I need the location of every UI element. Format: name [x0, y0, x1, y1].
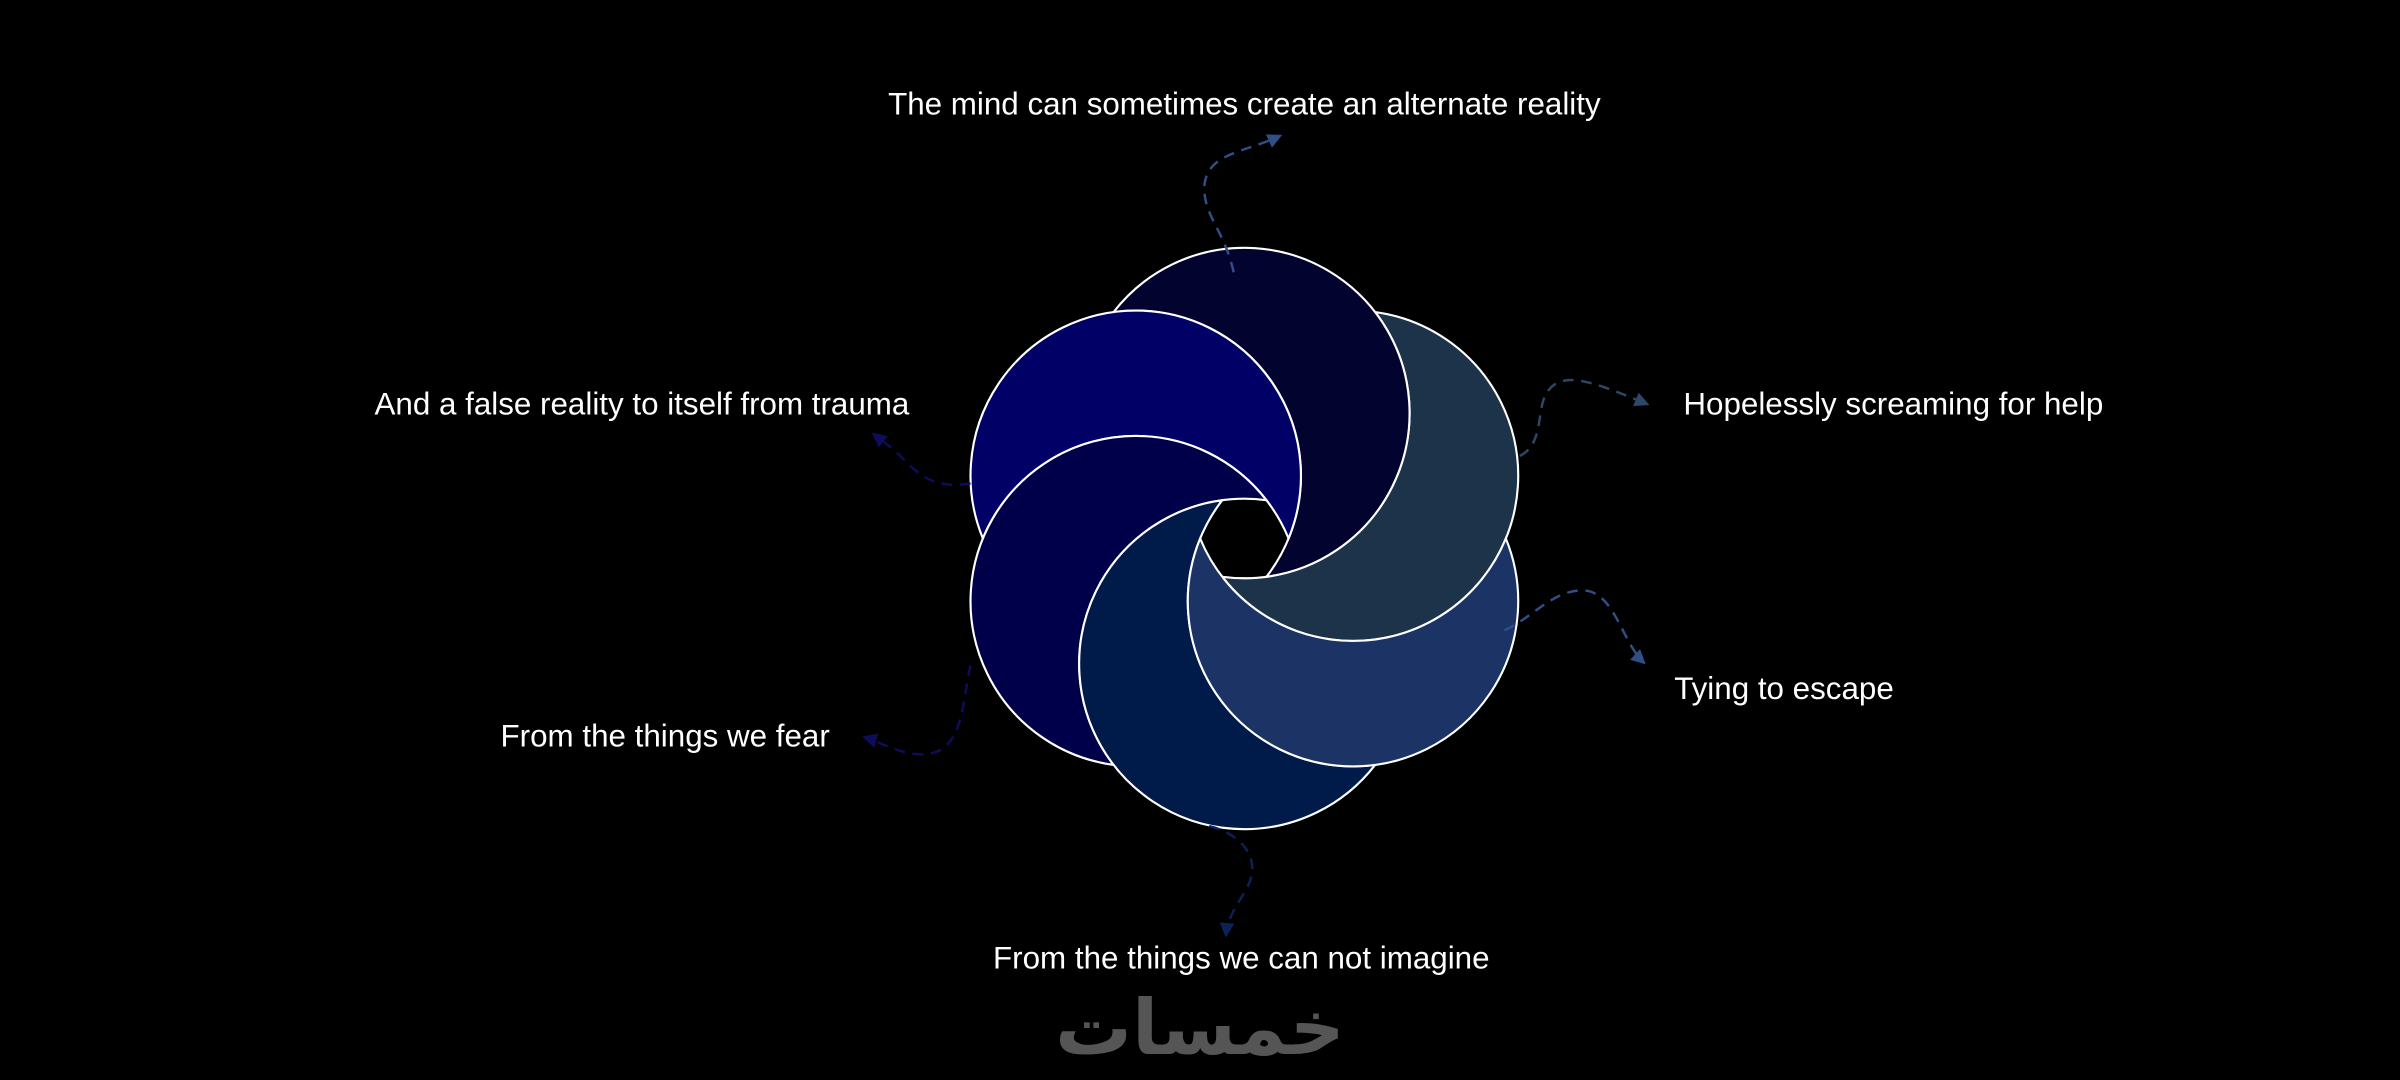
watermark-logo: خمسات	[1055, 984, 1345, 1073]
connector-right-upper	[1519, 378, 1650, 457]
swirl-petals	[969, 246, 1520, 831]
label-top: The mind can sometimes create an alterna…	[888, 87, 1601, 122]
label-bottom: From the things we can not imagine	[993, 940, 1490, 975]
connector-bottom	[1208, 824, 1254, 938]
connector-left-lower	[862, 665, 972, 756]
connector-right-lower	[1503, 589, 1646, 665]
label-right-lower: Tying to escape	[1674, 671, 1894, 706]
connector-left-upper	[871, 432, 971, 486]
label-left-upper: And a false reality to itself from traum…	[375, 387, 910, 422]
connector-top	[1203, 134, 1283, 273]
petal-right-lower	[1186, 535, 1520, 768]
label-right-upper: Hopelessly screaming for help	[1683, 387, 2103, 422]
label-left-lower: From the things we fear	[501, 719, 830, 754]
